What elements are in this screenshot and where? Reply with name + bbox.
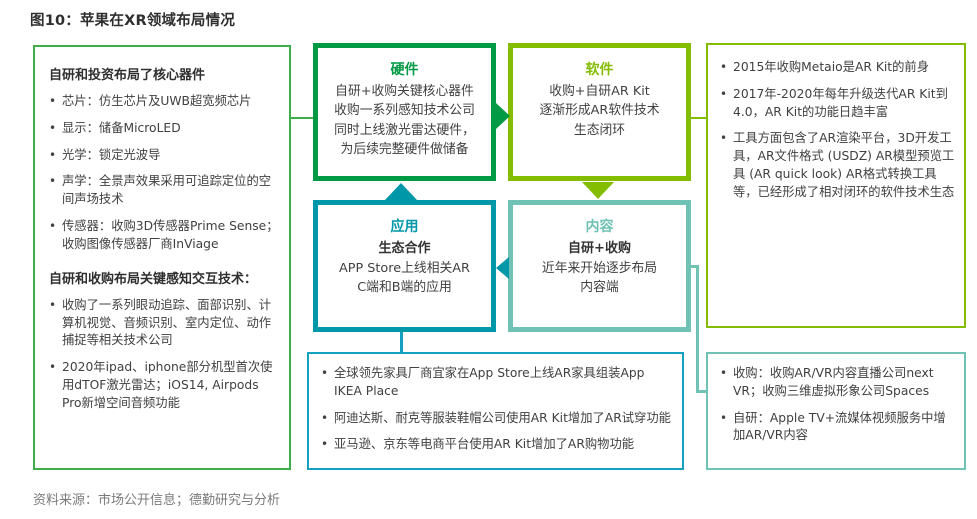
content-box-text: 近年来开始逐步布局 <box>541 260 658 276</box>
bullet-icon: • <box>321 366 329 380</box>
list-item-text: 传感器：收购3D传感器Prime Sense；收购图像传感器厂商InViage <box>62 219 279 251</box>
bullet-icon: • <box>49 174 57 189</box>
list-item: • 芯片：仿生芯片及UWB超宽频芯片 <box>49 93 279 111</box>
software-detail-panel: • 2015年收购Metaio是AR Kit的前身 • 2017年-2020年每… <box>706 43 966 328</box>
bullet-icon: • <box>321 410 329 425</box>
application-box: 应用 生态合作 APP Store上线相关AR C端和B端的应用 <box>313 200 496 332</box>
software-box-text: 生态闭环 <box>573 122 626 138</box>
software-to-content-arrow-icon <box>582 182 614 199</box>
list-item: • 声学：全景声效果采用可追踪定位的空间声场技术 <box>49 173 279 209</box>
list-item-text: 收购：收购AR/VR内容直播公司next VR；收购三维虚拟形象公司Spaces <box>733 366 934 398</box>
list-item: • 工具方面包含了AR渲染平台，3D开发工具，AR文件格式 (USDZ) AR模… <box>720 130 956 201</box>
list-item: • 光学：锁定光波导 <box>49 147 279 165</box>
bullet-icon: • <box>720 131 728 146</box>
content-box-text: 内容端 <box>580 279 619 295</box>
hardware-to-software-arrow-icon <box>496 103 510 129</box>
list-item: • 自研：Apple TV+流媒体视频服务中增加AR/VR内容 <box>720 410 956 446</box>
hardware-box: 硬件 自研+收购关键核心器件 收购一系列感知技术公司 同时上线激光雷达硬件， 为… <box>313 43 496 181</box>
hardware-box-text: 为后续完整硬件做储备 <box>340 142 469 158</box>
application-box-title: 应用 <box>390 219 419 235</box>
figure-title: 图10：苹果在XR领域布局情况 <box>30 13 236 29</box>
list-item-text: 2015年收购Metaio是AR Kit的前身 <box>733 60 930 74</box>
source-note: 资料来源：市场公开信息；德勤研究与分析 <box>33 493 281 508</box>
list-item-text: 全球领先家具厂商宜家在App Store上线AR家具组装App IKEA Pla… <box>334 366 645 398</box>
application-box-text: C端和B端的应用 <box>357 279 452 295</box>
connector-application-to-detail <box>400 332 403 352</box>
list-item: • 传感器：收购3D传感器Prime Sense；收购图像传感器厂商InViag… <box>49 218 279 254</box>
list-item-text: 芯片：仿生芯片及UWB超宽频芯片 <box>62 94 252 108</box>
content-box-title: 内容 <box>585 219 614 235</box>
list-item: • 收购：收购AR/VR内容直播公司next VR；收购三维虚拟形象公司Spac… <box>720 365 956 401</box>
list-item-text: 亚马逊、京东等电商平台使用AR Kit增加了AR购物功能 <box>334 437 635 452</box>
list-item-text: 显示：储备MicroLED <box>62 120 181 135</box>
connector-software-to-detail <box>691 117 706 119</box>
hardware-box-text: 自研+收购关键核心器件 <box>335 84 474 99</box>
content-to-application-arrow-icon <box>496 257 509 279</box>
list-item: • 2015年收购Metaio是AR Kit的前身 <box>720 59 956 77</box>
bullet-icon: • <box>49 147 57 162</box>
list-item: • 阿迪达斯、耐克等服装鞋帽公司使用AR Kit增加了AR试穿功能 <box>321 410 674 428</box>
left-panel-header-1: 自研和投资布局了核心器件 <box>49 68 206 83</box>
list-item: • 2020年ipad、iphone部分机型首次使用dTOF激光雷达；iOS14… <box>49 359 279 412</box>
application-detail-panel: • 全球领先家具厂商宜家在App Store上线AR家具组装App IKEA P… <box>307 352 684 470</box>
bullet-icon: • <box>49 219 57 234</box>
bullet-icon: • <box>49 94 57 108</box>
hardware-box-text: 收购一系列感知技术公司 <box>334 103 475 119</box>
bullet-icon: • <box>720 366 728 380</box>
bullet-icon: • <box>720 86 728 101</box>
bullet-icon: • <box>720 410 728 425</box>
list-item-text: 2017年-2020年每年升级迭代AR Kit到4.0，AR Kit的功能日趋丰… <box>733 86 948 119</box>
software-box: 软件 收购+自研AR Kit 逐渐形成AR软件技术 生态闭环 <box>508 43 691 181</box>
list-item-text: 自研：Apple TV+流媒体视频服务中增加AR/VR内容 <box>733 410 946 443</box>
connector-content-to-detail <box>696 265 699 393</box>
content-detail-panel: • 收购：收购AR/VR内容直播公司next VR；收购三维虚拟形象公司Spac… <box>706 352 966 470</box>
list-item: • 2017年-2020年每年升级迭代AR Kit到4.0，AR Kit的功能日… <box>720 86 956 122</box>
list-item: • 显示：储备MicroLED <box>49 120 279 138</box>
connector-leftpanel-to-hardware <box>291 117 313 119</box>
software-box-title: 软件 <box>585 62 614 78</box>
list-item: • 亚马逊、京东等电商平台使用AR Kit增加了AR购物功能 <box>321 436 674 454</box>
application-box-text: APP Store上线相关AR <box>339 260 470 276</box>
connector-content-to-detail <box>691 265 699 268</box>
bullet-icon: • <box>49 297 57 312</box>
hardware-box-text: 同时上线激光雷达硬件， <box>334 122 475 138</box>
list-item-text: 2020年ipad、iphone部分机型首次使用dTOF激光雷达；iOS14, … <box>62 360 273 410</box>
list-item-text: 阿迪达斯、耐克等服装鞋帽公司使用AR Kit增加了AR试穿功能 <box>334 410 671 425</box>
bullet-icon: • <box>49 120 57 135</box>
content-box-subtitle: 自研+收购 <box>568 241 631 256</box>
software-box-text: 收购+自研AR Kit <box>549 84 650 99</box>
content-box: 内容 自研+收购 近年来开始逐步布局 内容端 <box>508 200 691 332</box>
left-panel-core-components: 自研和投资布局了核心器件 • 芯片：仿生芯片及UWB超宽频芯片 • 显示：储备M… <box>33 45 291 470</box>
list-item-text: 光学：锁定光波导 <box>62 147 161 162</box>
application-to-hardware-arrow-icon <box>385 183 417 200</box>
software-box-text: 逐渐形成AR软件技术 <box>539 103 660 119</box>
application-box-subtitle: 生态合作 <box>378 241 431 256</box>
hardware-box-title: 硬件 <box>390 62 419 78</box>
left-panel-header-2: 自研和收购布局关键感知交互技术： <box>49 271 258 287</box>
list-item-text: 收购了一系列眼动追踪、面部识别、计算机视觉、音频识别、室内定位、动作捕捉等相关技… <box>62 297 272 348</box>
bullet-icon: • <box>321 437 329 452</box>
list-item-text: 工具方面包含了AR渲染平台，3D开发工具，AR文件格式 (USDZ) AR模型预… <box>733 131 955 199</box>
connector-content-to-detail <box>696 390 706 393</box>
bullet-icon: • <box>49 360 57 375</box>
list-item: • 全球领先家具厂商宜家在App Store上线AR家具组装App IKEA P… <box>321 365 674 401</box>
list-item-text: 声学：全景声效果采用可追踪定位的空间声场技术 <box>62 174 272 207</box>
bullet-icon: • <box>720 60 728 74</box>
list-item: • 收购了一系列眼动追踪、面部识别、计算机视觉、音频识别、室内定位、动作捕捉等相… <box>49 297 279 350</box>
